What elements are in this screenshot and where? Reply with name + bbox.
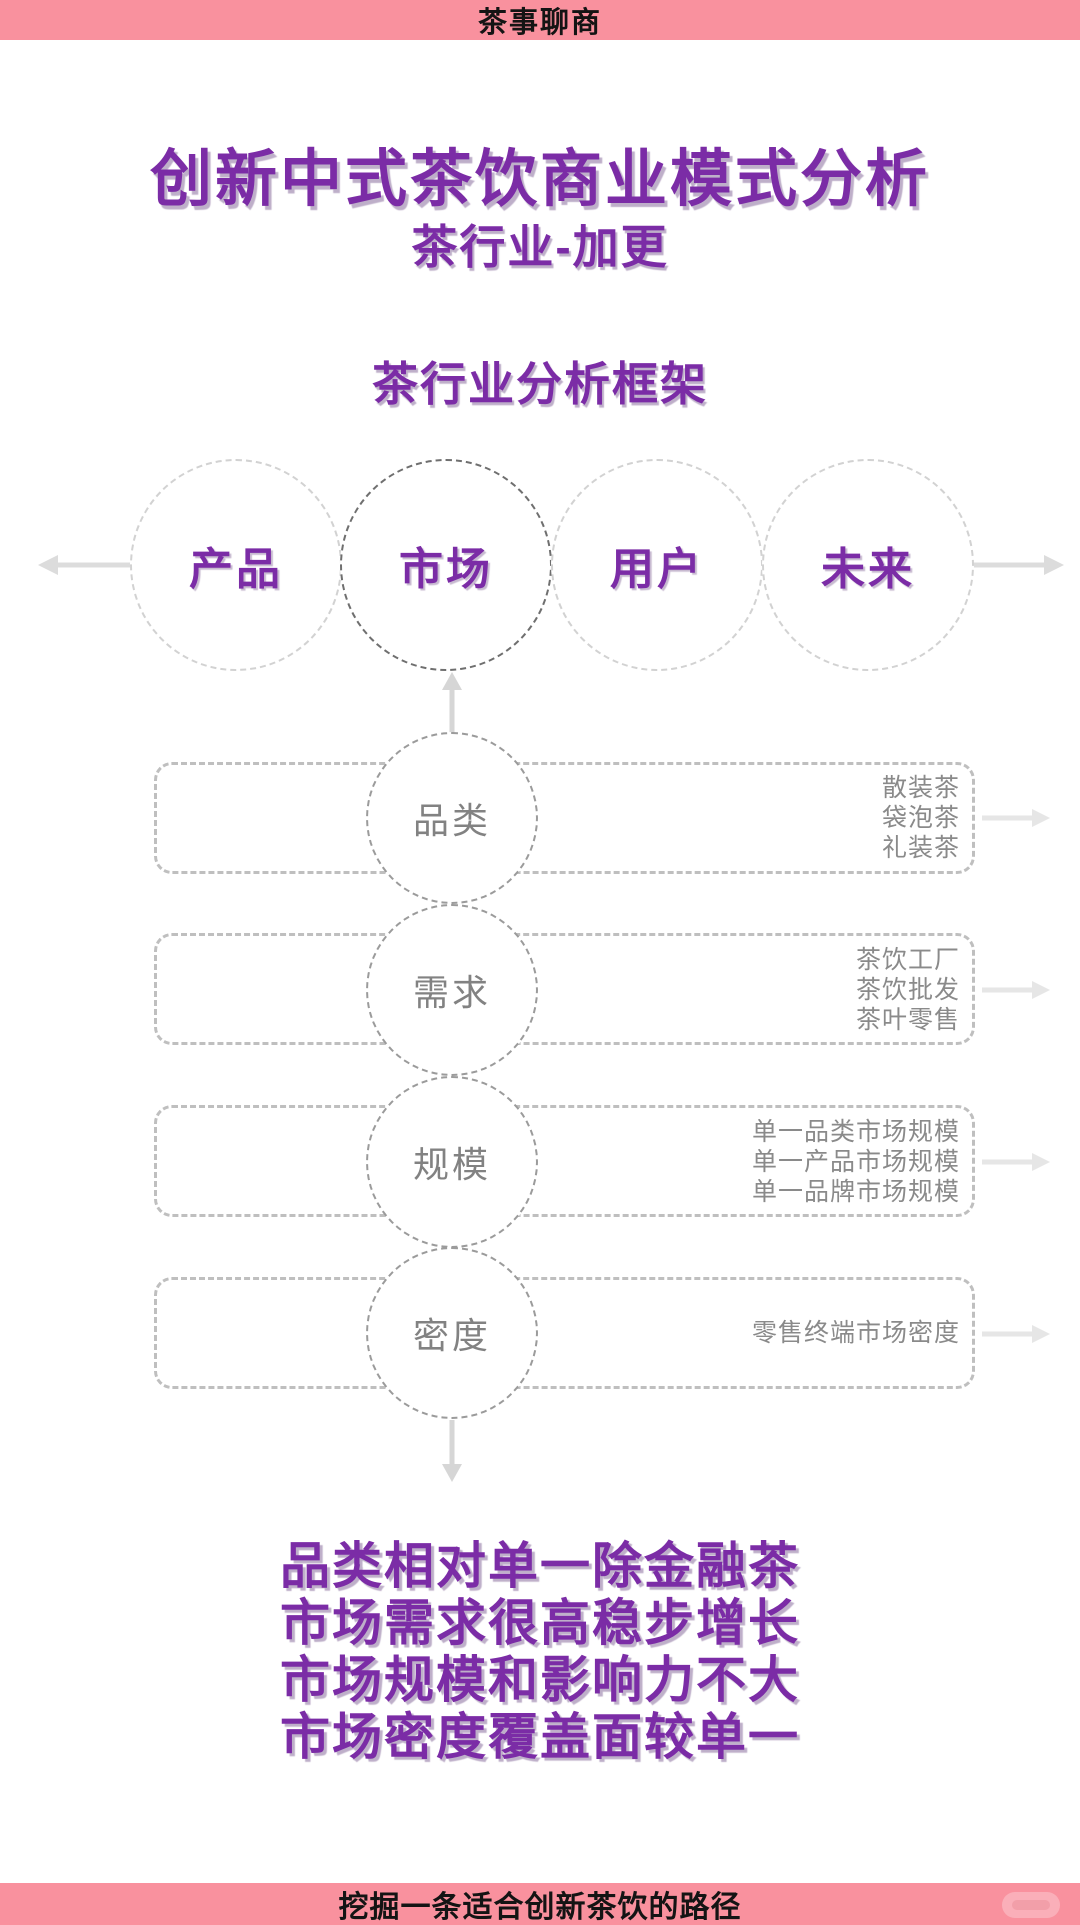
row-item: 茶叶零售 [855,1006,960,1034]
row-item: 茶饮批发 [855,976,960,1004]
conclusion-line: 市场规模和影响力不大 [280,1652,800,1708]
row-items-demand: 茶饮工厂 茶饮批发 茶叶零售 [856,945,960,1035]
row-items-density: 零售终端市场密度 [752,1318,960,1348]
factor-label: 需求 [412,972,491,1013]
row-items-scale: 单一品类市场规模 单一产品市场规模 单一品牌市场规模 [752,1117,960,1207]
conclusion-text: 品类相对单一除金融茶 市场需求很高稳步增长 市场规模和影响力不大 市场密度覆盖面… [0,1538,1080,1766]
factor-circle-density: 密度 [366,1247,538,1419]
dimension-label: 市场 [399,545,493,594]
page-title: 创新中式茶饮商业模式分析 [149,145,930,214]
row-item: 茶饮工厂 [855,946,960,974]
row-arrow-icon [982,981,1050,999]
conclusion-line: 市场密度覆盖面较单一 [280,1709,800,1765]
row-arrow-icon [982,1153,1050,1171]
row-item: 单一品类市场规模 [751,1118,960,1146]
up-arrow-icon [442,672,462,734]
row-item: 单一产品市场规模 [751,1148,960,1176]
factor-label: 密度 [412,1315,491,1356]
row-item: 袋泡茶 [881,804,960,832]
conclusion-line: 品类相对单一除金融茶 [280,1538,800,1594]
row-rect-demand [154,933,975,1045]
factor-circle-scale: 规模 [366,1076,538,1248]
row-items-category: 散装茶 袋泡茶 礼装茶 [882,773,960,863]
dimension-circle-product: 产品 [130,459,342,671]
row-item: 散装茶 [881,774,960,802]
dimension-circle-future: 未来 [762,459,974,671]
row-item: 礼装茶 [881,834,960,862]
dimension-label: 用户 [610,545,704,594]
factor-label: 品类 [412,800,491,841]
dimension-label: 未来 [821,545,915,594]
conclusion-line: 市场需求很高稳步增长 [280,1595,800,1651]
row-arrow-icon [982,809,1050,827]
factor-circle-category: 品类 [366,732,538,904]
factor-label: 规模 [412,1144,491,1185]
row-rect-density [154,1277,975,1389]
bottom-banner: 挖掘一条适合创新茶饮的路径 [0,1883,1080,1925]
watermark-badge [1002,1892,1060,1918]
dimension-label: 产品 [189,545,283,594]
row-rect-category [154,762,975,874]
right-arrow-icon [972,555,1064,575]
page-subtitle: 茶行业-加更 [411,221,669,273]
bottom-banner-label: 挖掘一条适合创新茶饮的路径 [338,1891,742,1924]
row-item: 单一品牌市场规模 [751,1178,960,1206]
row-item: 零售终端市场密度 [751,1319,960,1347]
left-arrow-icon [38,555,130,575]
top-banner-label: 茶事聊商 [477,7,602,39]
framework-heading: 茶行业分析框架 [372,358,708,410]
row-arrow-icon [982,1325,1050,1343]
down-arrow-icon [442,1420,462,1482]
row-rect-scale [154,1105,975,1217]
top-banner: 茶事聊商 [0,0,1080,40]
factor-circle-demand: 需求 [366,904,538,1076]
dimension-circle-user: 用户 [551,459,763,671]
dimension-circle-market: 市场 [340,459,552,671]
